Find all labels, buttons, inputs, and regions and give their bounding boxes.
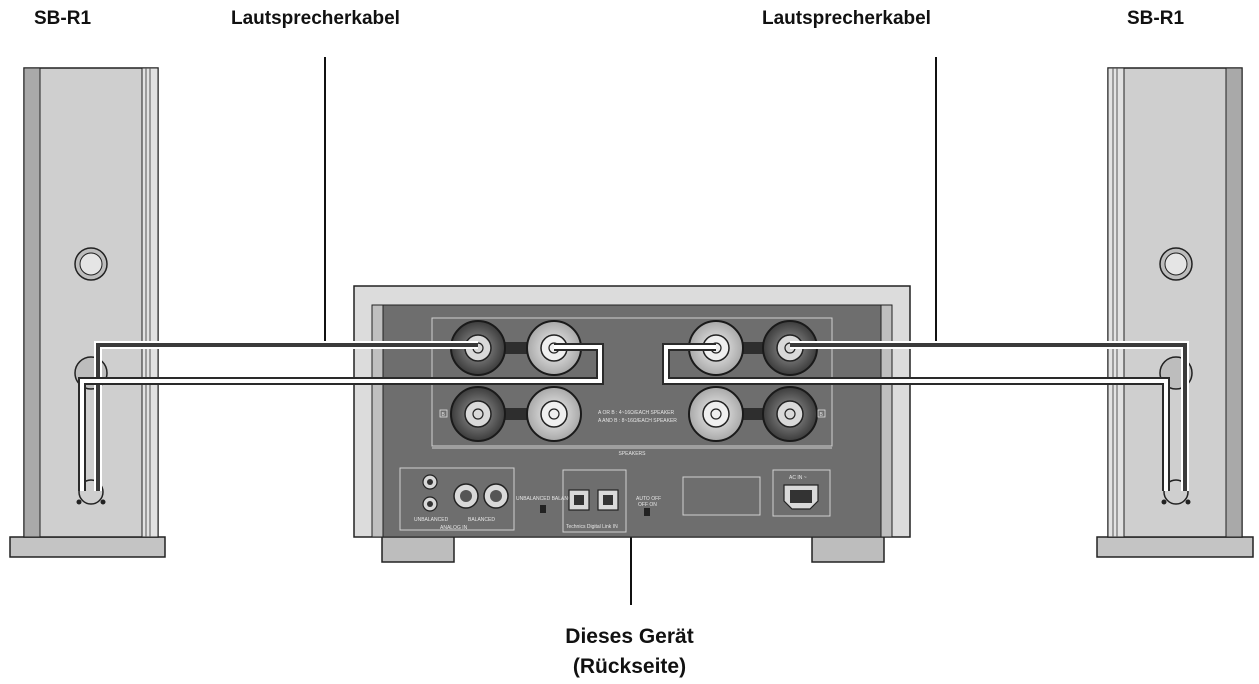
auto-off-text: AUTO OFF bbox=[636, 496, 661, 502]
terminal-b-right-marker: B bbox=[820, 412, 824, 418]
input-switch-text: UNBALANCED BALANCED bbox=[516, 496, 579, 502]
terminal-b-right-minus bbox=[762, 386, 818, 442]
digital-link-section bbox=[562, 469, 627, 533]
off-on-text: OFF ON bbox=[638, 502, 657, 508]
speaker-left-terminal bbox=[78, 479, 104, 505]
ac-in-text: AC IN ~ bbox=[789, 475, 807, 481]
speaker-cable-right-label: Lautsprecherkabel bbox=[762, 8, 931, 29]
balanced-text: BALANCED bbox=[468, 517, 495, 523]
amplifier-foot-right bbox=[811, 535, 885, 563]
speaker-right-label: SB-R1 bbox=[1127, 8, 1185, 29]
speaker-left-label: SB-R1 bbox=[34, 8, 92, 29]
speaker-note-1: A OR B : 4~16Ω/EACH SPEAKER bbox=[598, 410, 675, 416]
terminal-b-right-plus bbox=[688, 386, 744, 442]
speakers-text: SPEAKERS bbox=[619, 451, 647, 457]
device-label-line1: Dieses Gerät bbox=[565, 625, 694, 648]
analog-in-section bbox=[399, 467, 515, 531]
terminal-b-left-plus bbox=[526, 386, 582, 442]
analog-in-text: ANALOG IN bbox=[440, 525, 468, 531]
speaker-left bbox=[9, 67, 166, 558]
amplifier-rear: SPEAKERS A OR B : 4~16Ω/EACH SPEAKER A A… bbox=[353, 285, 911, 563]
terminal-b-left-marker: B bbox=[442, 412, 446, 418]
auto-off-switch bbox=[644, 508, 650, 516]
speaker-cable-right-light bbox=[662, 343, 1170, 491]
speaker-cable-left-light bbox=[78, 343, 604, 491]
amplifier-foot-left bbox=[381, 535, 455, 563]
ac-in-section bbox=[772, 469, 831, 517]
speaker-right-terminal bbox=[1163, 479, 1189, 505]
unbalanced-text: UNBALANCED bbox=[414, 517, 449, 523]
input-switch bbox=[540, 505, 546, 513]
speaker-right bbox=[1096, 67, 1254, 558]
device-label: Dieses Gerät (Rückseite) bbox=[0, 622, 1259, 682]
rating-label-plate bbox=[682, 476, 761, 516]
terminal-b-left-minus bbox=[450, 386, 506, 442]
digital-link-text: Technics Digital Link IN bbox=[566, 524, 618, 530]
speaker-cable-left-dark bbox=[94, 341, 478, 491]
speaker-note-2: A AND B : 8~16Ω/EACH SPEAKER bbox=[598, 418, 677, 424]
speaker-cable-left-label: Lautsprecherkabel bbox=[231, 8, 400, 29]
speaker-cable-right-dark bbox=[790, 341, 1189, 491]
device-label-line2: (Rückseite) bbox=[572, 655, 687, 678]
